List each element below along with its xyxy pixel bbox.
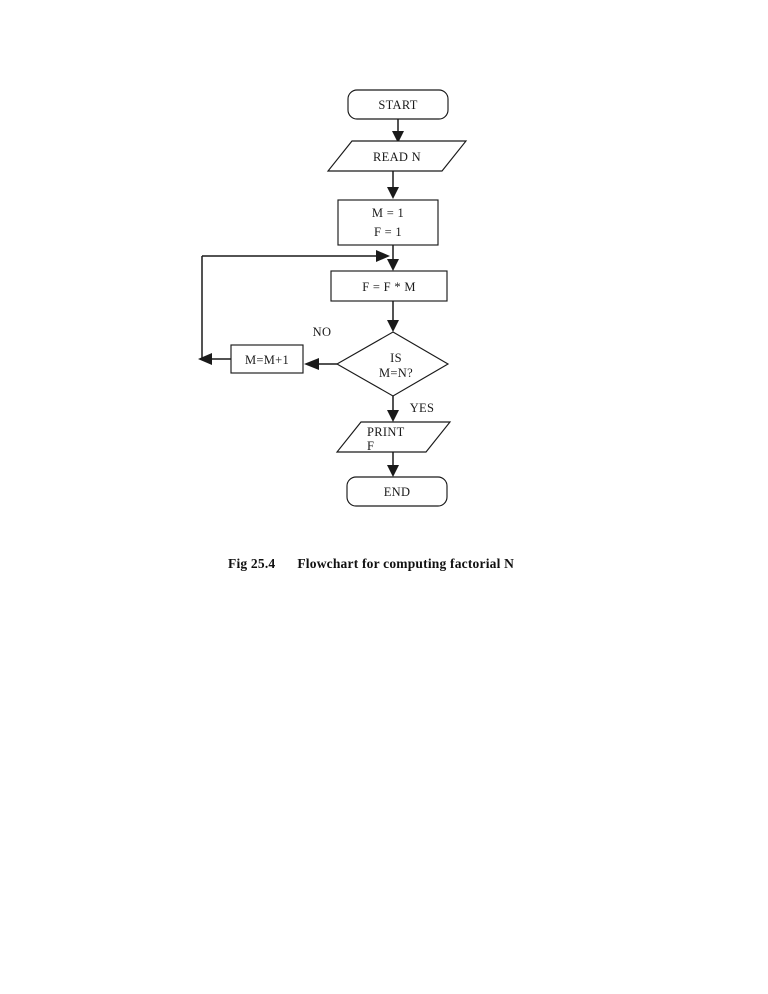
nodes-layer: START READ N M = 1 F = 1 F = F * M I: [230, 89, 468, 507]
node-start[interactable]: START: [347, 89, 449, 120]
node-read-n[interactable]: READ N: [326, 140, 468, 172]
node-print[interactable]: PRINT F: [335, 421, 452, 453]
node-start-label: START: [378, 98, 417, 112]
edge-label-no: NO: [313, 325, 332, 339]
arrowhead-down-icon: [387, 410, 399, 422]
process-shape: [230, 344, 304, 374]
node-increment-label: M=M+1: [245, 353, 289, 367]
figure-caption-text: Flowchart for computing factorial N: [297, 556, 515, 571]
connector-init-to-multiply: [387, 245, 399, 271]
connector-increment-loop-back: [198, 250, 390, 365]
connector-read-n-to-init: [387, 171, 399, 199]
node-init[interactable]: M = 1 F = 1: [337, 199, 439, 246]
decision-shape: [335, 331, 450, 397]
node-print-label-line1: PRINT: [367, 425, 405, 439]
node-decision-label-line1: IS: [390, 351, 402, 365]
node-init-label-line2: F = 1: [374, 225, 402, 239]
figure-caption-number: Fig 25.4: [228, 556, 276, 571]
connector-multiply-to-decision: [387, 301, 399, 332]
node-end-label: END: [384, 485, 411, 499]
connector-decision-to-print: [387, 396, 399, 422]
arrowhead-down-icon: [387, 320, 399, 332]
arrowhead-down-icon: [387, 187, 399, 199]
node-increment[interactable]: M=M+1: [230, 344, 304, 374]
node-read-n-label: READ N: [373, 150, 421, 164]
input-output-shape: [326, 140, 468, 172]
arrowhead-left-icon: [198, 353, 212, 365]
connector-print-to-end: [387, 452, 399, 477]
arrowhead-down-icon: [387, 465, 399, 477]
input-output-shape: [335, 421, 452, 453]
edge-label-yes: YES: [410, 401, 435, 415]
node-decision[interactable]: IS M=N?: [335, 331, 450, 397]
process-shape: [330, 270, 448, 302]
edge-labels-layer: NO YES: [313, 325, 435, 415]
node-multiply-label: F = F * M: [362, 280, 416, 294]
node-print-label-line2: F: [367, 439, 374, 453]
node-init-label-line1: M = 1: [372, 206, 404, 220]
arrowhead-right-icon: [376, 250, 390, 262]
figure-caption: Fig 25.4 Flowchart for computing factoria…: [228, 556, 514, 572]
arrowhead-left-icon: [304, 358, 319, 370]
process-shape: [337, 199, 439, 246]
arrowhead-down-icon: [392, 131, 404, 143]
node-multiply[interactable]: F = F * M: [330, 270, 448, 302]
terminator-shape: [347, 89, 449, 120]
connector-start-to-read-n: [392, 119, 404, 143]
connector-decision-to-increment: [304, 358, 337, 370]
terminator-shape: [346, 476, 448, 507]
node-decision-label-line2: M=N?: [379, 366, 413, 380]
arrowhead-down-icon: [387, 259, 399, 271]
connectors-layer: [198, 119, 404, 477]
node-end[interactable]: END: [346, 476, 448, 507]
